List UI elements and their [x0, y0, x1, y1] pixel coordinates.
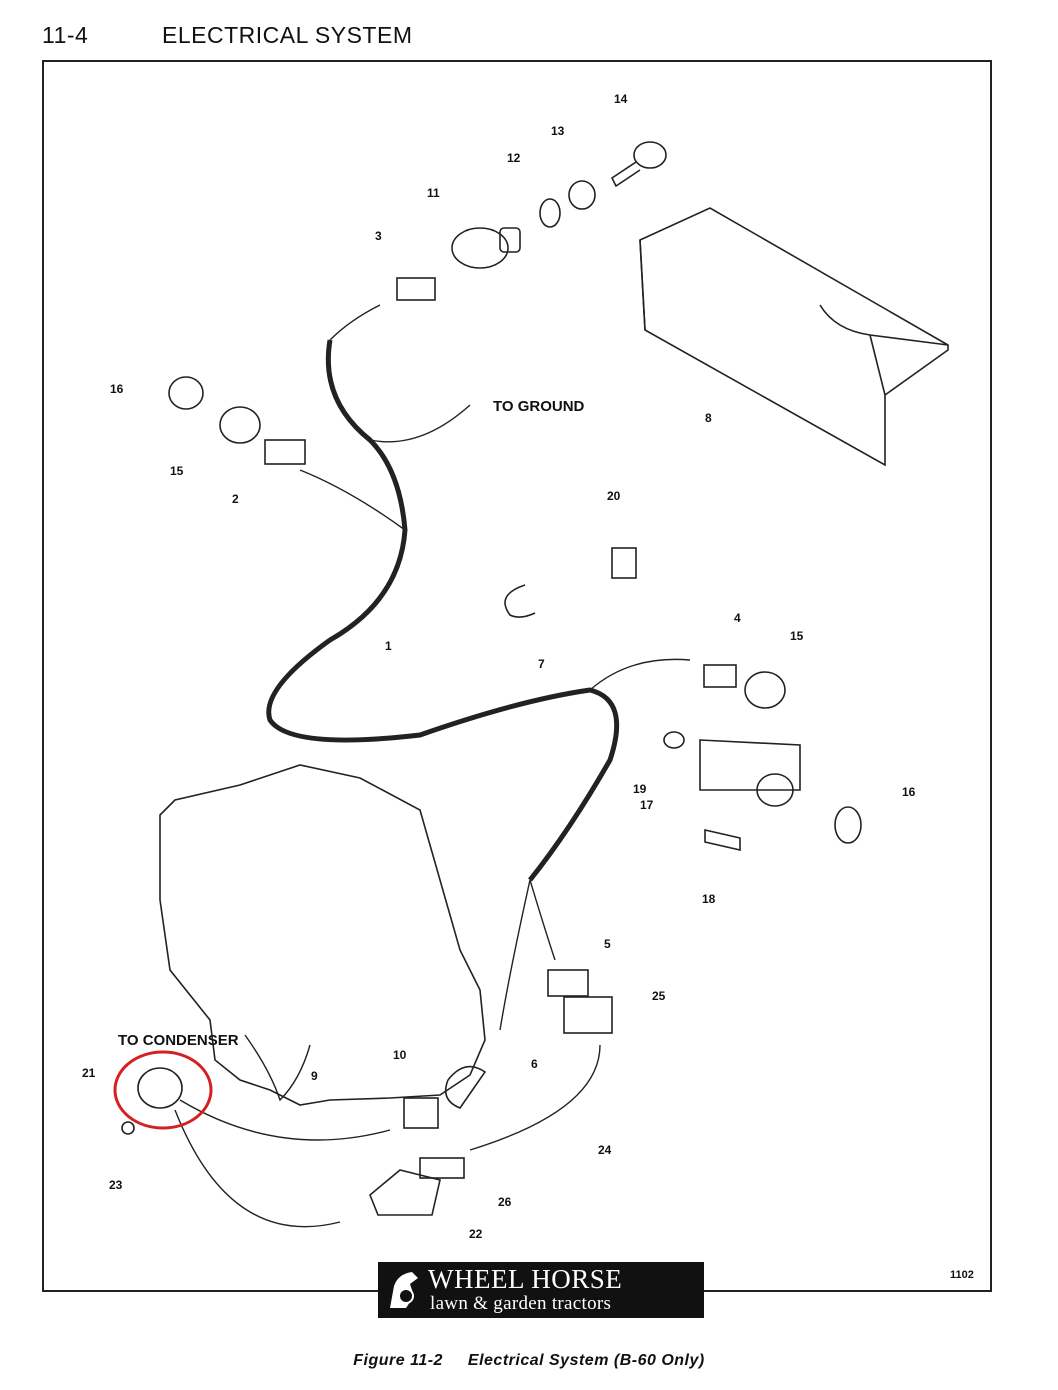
part-label-14: 14 — [614, 92, 628, 106]
part-label-26: 26 — [498, 1195, 512, 1209]
logo-line-2: lawn & garden tractors — [430, 1293, 612, 1314]
part-label-21: 21 — [82, 1066, 96, 1080]
figure-code: 1102 — [950, 1269, 974, 1281]
part-label-15: 15 — [170, 464, 184, 478]
to-ground-note: TO GROUND — [493, 398, 585, 415]
panel-part-8 — [639, 207, 949, 467]
part-label-20: 20 — [607, 489, 621, 503]
page-number: 11-4 — [42, 22, 89, 48]
part-label-24: 24 — [598, 1143, 612, 1157]
part-label-6: 6 — [531, 1057, 538, 1071]
part-label-10: 10 — [393, 1048, 407, 1062]
to-condenser-note: TO CONDENSER — [118, 1032, 239, 1049]
part-label-16: 16 — [110, 382, 124, 396]
part-label-5: 5 — [604, 937, 611, 951]
part-label-18: 18 — [702, 892, 716, 906]
wheel-horse-logo: WHEEL HORSE lawn & garden tractors — [378, 1262, 704, 1318]
part-label-15: 15 — [790, 629, 804, 643]
section-title: ELECTRICAL SYSTEM — [162, 22, 413, 48]
harness-part-1 — [266, 339, 620, 882]
figure-title: Electrical System (B-60 Only) — [467, 1352, 705, 1369]
part-label-7: 7 — [538, 657, 545, 671]
part-label-4: 4 — [734, 611, 741, 625]
logo-line-1: WHEEL HORSE — [428, 1264, 623, 1294]
part-label-11: 11 — [427, 186, 440, 200]
part-label-25: 25 — [652, 989, 666, 1003]
part-label-22: 22 — [469, 1227, 483, 1241]
part-label-3: 3 — [375, 229, 382, 243]
part-label-1: 1 — [385, 639, 392, 653]
part-label-23: 23 — [109, 1178, 123, 1192]
part-number-labels: 1413121131615282017415191716185256109212… — [82, 92, 916, 1241]
horse-head-icon — [390, 1272, 418, 1308]
part-label-16: 16 — [902, 785, 916, 799]
part-label-13: 13 — [551, 124, 565, 138]
part-label-8: 8 — [705, 411, 712, 425]
engine-outline — [159, 764, 486, 1106]
part-label-19: 19 — [633, 782, 647, 796]
part-label-9: 9 — [311, 1069, 318, 1083]
condenser-part-21 — [137, 1067, 183, 1109]
highlight-circle — [113, 1050, 213, 1130]
figure-caption: Figure 11-2 Electrical System (B-60 Only… — [0, 1352, 1058, 1370]
part-label-2: 2 — [232, 492, 239, 506]
part-label-12: 12 — [507, 151, 521, 165]
part-label-17: 17 — [640, 798, 654, 812]
figure-number: Figure 11-2 — [353, 1352, 443, 1369]
